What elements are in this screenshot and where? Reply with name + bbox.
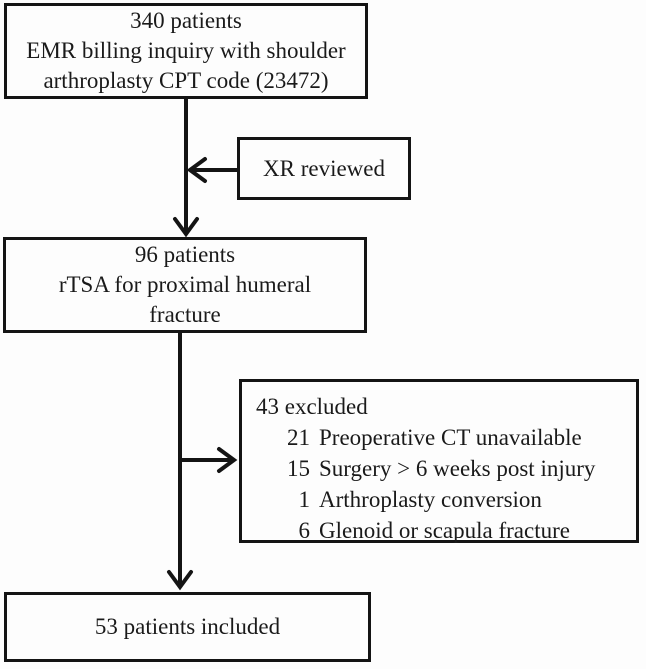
excluded-item-reason: Glenoid or scapula fracture: [319, 518, 570, 543]
arrow-branch-to-excluded: [182, 447, 238, 473]
excluded-item: 1 Arthroplasty conversion: [256, 484, 626, 515]
node-xr-reviewed: XR reviewed: [237, 137, 411, 200]
node-rtsa-line2: rTSA for proximal humeral: [58, 272, 312, 297]
excluded-item-count: 6: [298, 518, 311, 543]
node-emr-inquiry-line3: arthroplasty CPT code (23472): [43, 68, 329, 93]
excluded-item-reason: Arthroplasty conversion: [319, 487, 542, 512]
node-included: 53 patients included: [4, 592, 371, 662]
node-included-label: 53 patients included: [94, 614, 281, 639]
excluded-item: 15 Surgery > 6 weeks post injury: [256, 453, 626, 484]
arrow-top-to-rtsa: [173, 99, 199, 238]
excluded-item-count: 1: [298, 487, 311, 512]
excluded-item-count: 15: [287, 456, 310, 481]
node-rtsa-fracture: 96 patients rTSA for proximal humeral fr…: [3, 237, 367, 333]
node-emr-inquiry-line2: EMR billing inquiry with shoulder: [26, 38, 346, 63]
arrow-xr-to-flow: [186, 157, 237, 183]
node-emr-inquiry-line1: 340 patients: [130, 8, 242, 33]
excluded-item: 6 Glenoid or scapula fracture: [256, 515, 626, 546]
node-xr-reviewed-label: XR reviewed: [263, 155, 385, 181]
excluded-header: 43 excluded: [256, 394, 368, 419]
excluded-item-reason: Surgery > 6 weeks post injury: [319, 456, 596, 481]
excluded-item-reason: Preoperative CT unavailable: [319, 425, 582, 450]
node-rtsa-line1: 96 patients: [134, 242, 236, 267]
excluded-item: 21 Preoperative CT unavailable: [256, 422, 626, 453]
node-emr-inquiry: 340 patients EMR billing inquiry with sh…: [4, 3, 368, 99]
arrow-rtsa-to-included: [167, 333, 193, 591]
excluded-item-count: 21: [287, 425, 310, 450]
node-rtsa-line3: fracture: [149, 302, 221, 327]
node-excluded: 43 excluded 21 Preoperative CT unavailab…: [239, 379, 639, 543]
